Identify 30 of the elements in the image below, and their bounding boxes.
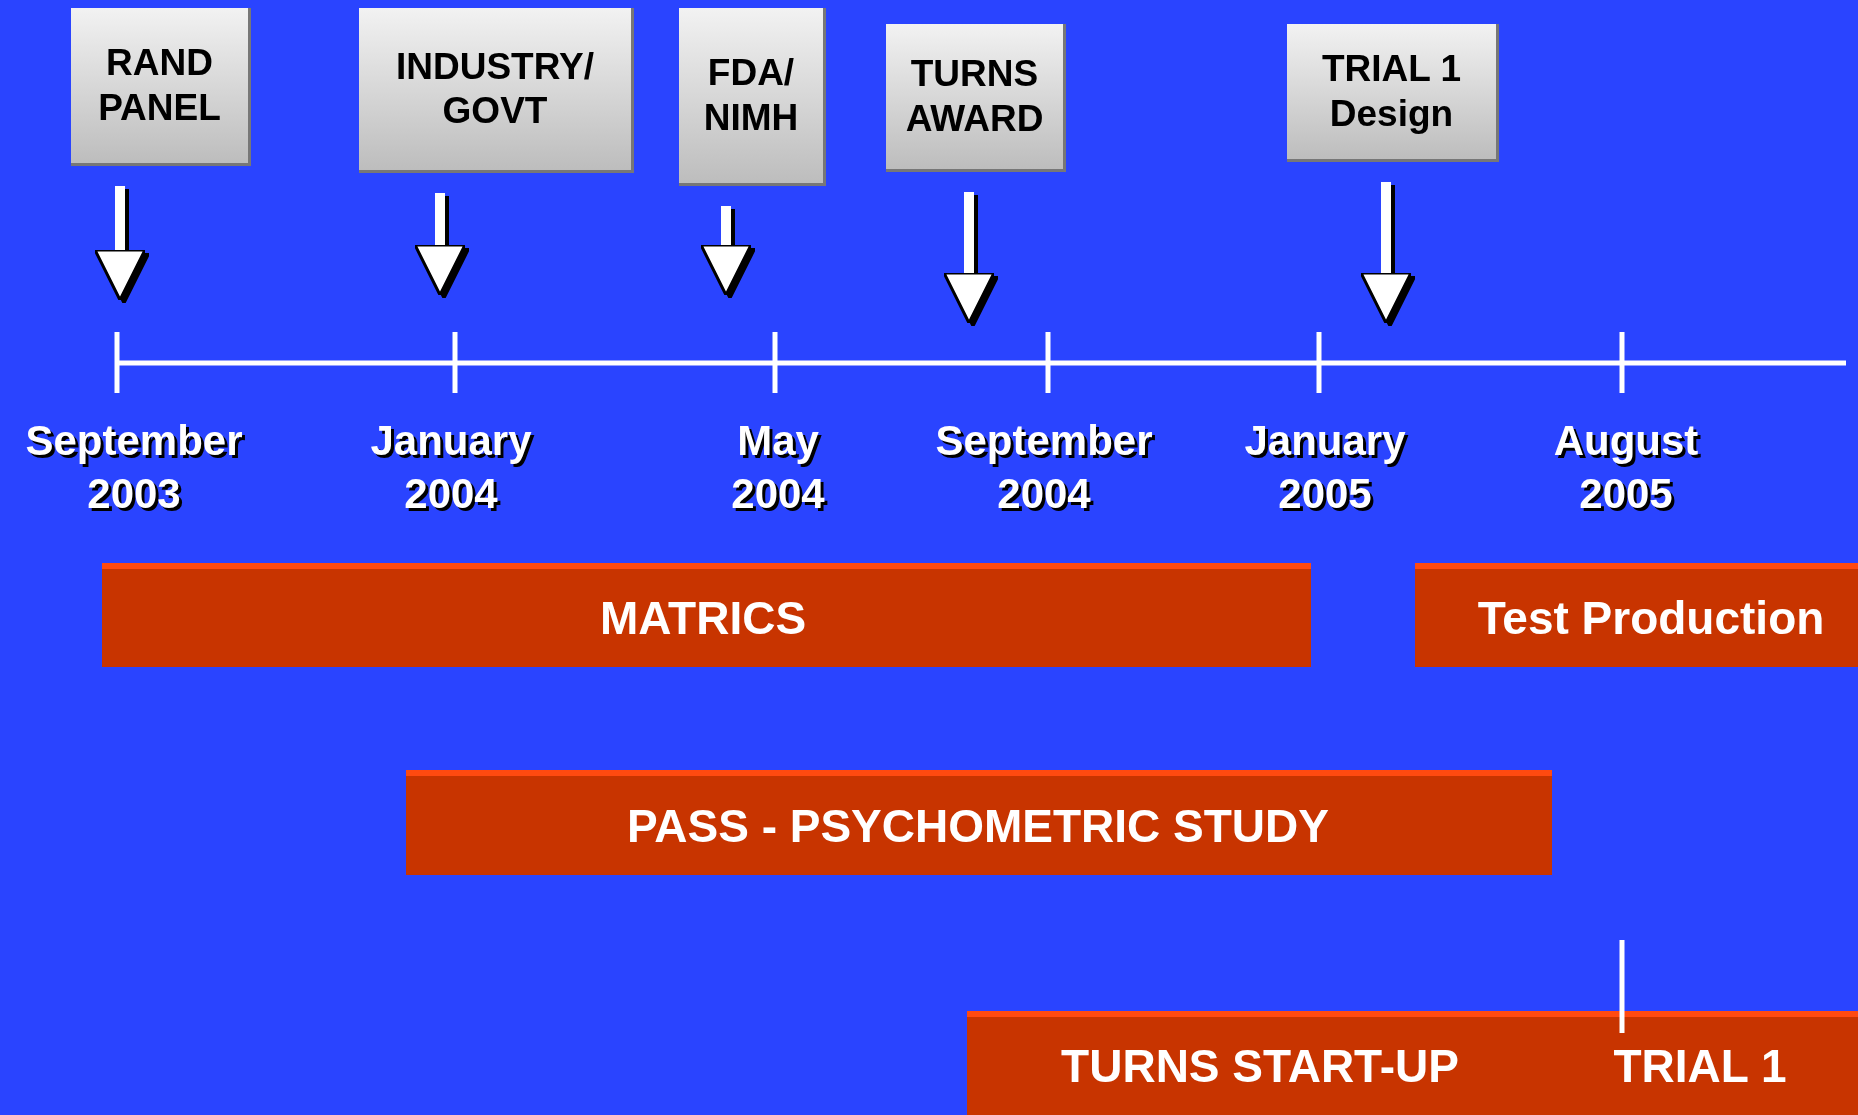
arrow — [1359, 182, 1413, 325]
event-box — [886, 24, 1066, 172]
event-label: RAND PANEL — [97, 41, 222, 130]
timeline-bar — [967, 1011, 1858, 1115]
event-box — [71, 8, 251, 166]
event-label: FDA/ NIMH — [702, 51, 800, 140]
event-box — [679, 8, 826, 186]
event-box — [359, 8, 634, 173]
date-label: May 2004 — [731, 416, 825, 519]
bar-label: Test Production — [1477, 591, 1825, 645]
arrow — [413, 193, 467, 297]
timeline-bar — [1415, 563, 1858, 667]
timeline-bar — [406, 770, 1552, 875]
date-label: January 2004 — [370, 416, 532, 519]
arrow — [93, 186, 147, 302]
timeline-bar — [102, 563, 1311, 667]
event-label: TRIAL 1 Design — [1320, 47, 1463, 136]
bar-label: MATRICS — [599, 591, 807, 645]
date-label: January 2005 — [1244, 416, 1406, 519]
arrow — [699, 206, 753, 297]
date-label: September 2003 — [25, 416, 243, 519]
bar-label: TURNS START-UP — [1061, 1039, 1459, 1093]
event-box — [1287, 24, 1499, 162]
date-label: August 2005 — [1553, 416, 1699, 519]
bar-label: PASS - PSYCHOMETRIC STUDY — [627, 798, 1329, 853]
event-label: TURNS AWARD — [904, 52, 1045, 141]
date-label: September 2004 — [935, 416, 1153, 519]
arrow — [942, 192, 996, 325]
event-label: INDUSTRY/ GOVT — [395, 44, 595, 133]
bar-label: TRIAL 1 — [1613, 1039, 1787, 1093]
